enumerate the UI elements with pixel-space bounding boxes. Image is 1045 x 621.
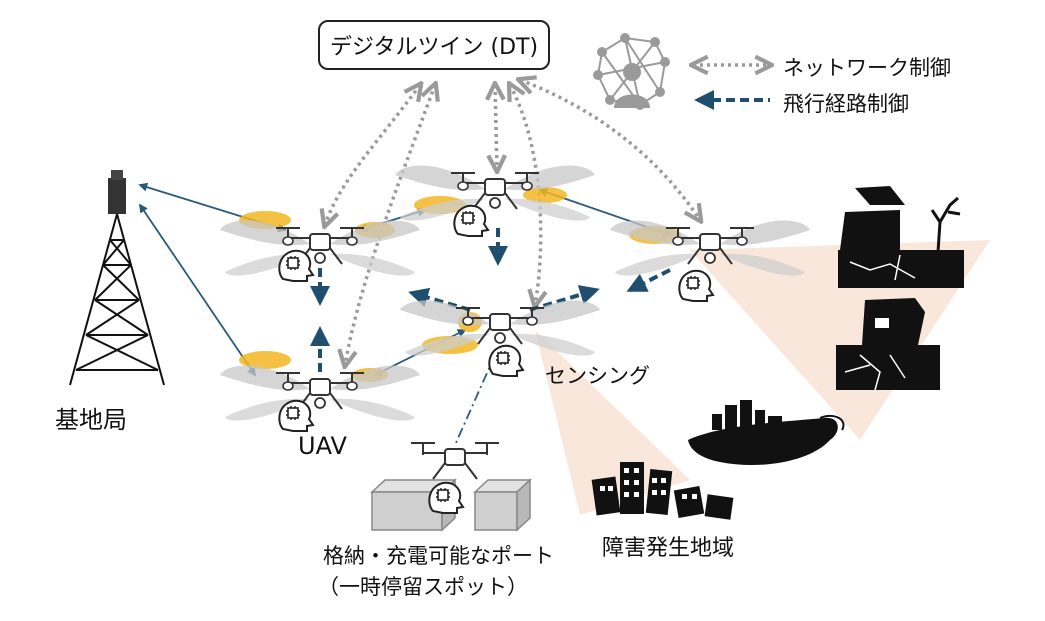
uav-docked [411,442,499,514]
flight-path-arrows [310,228,671,372]
port-link [454,354,496,446]
uav-label: UAV [298,432,347,460]
sensing-label: センシング [545,364,650,388]
disaster-area-label: 障害発生地域 [602,536,735,561]
tilted-buildings [591,462,734,520]
uav-3 [609,219,811,302]
sensing-cone-center [535,330,690,515]
port-label-line1: 格納・充電可能なポート [323,544,554,568]
network-arrow-uav1 [325,85,420,225]
digital-twin-box: デジタルツイン (DT) [318,20,550,70]
network-control-arrows [325,80,700,365]
legend-flight-label: 飛行経路制御 [783,92,909,116]
relay-links [138,182,672,377]
charging-port [370,478,532,532]
base-station-label: 基地局 [55,406,127,434]
digital-twin-label: デジタルツイン (DT) [329,35,539,60]
uav-1 [219,211,421,282]
uav-2 [394,164,596,237]
network-arrow-uav5 [520,80,700,220]
port-label-line2: （一時停留スポット） [318,575,528,599]
base-station-tower [69,170,165,386]
network-arrow-uav4 [345,85,435,365]
network-arrow-uav2 [495,85,497,170]
legend-network-label: ネットワーク制御 [783,56,951,80]
uav-5 [219,351,421,432]
network-person-icon [593,33,670,110]
sensing-cone-right [690,240,990,440]
uav-4 [399,299,601,377]
damaged-houses [836,186,964,391]
tsunami-city [688,400,845,466]
